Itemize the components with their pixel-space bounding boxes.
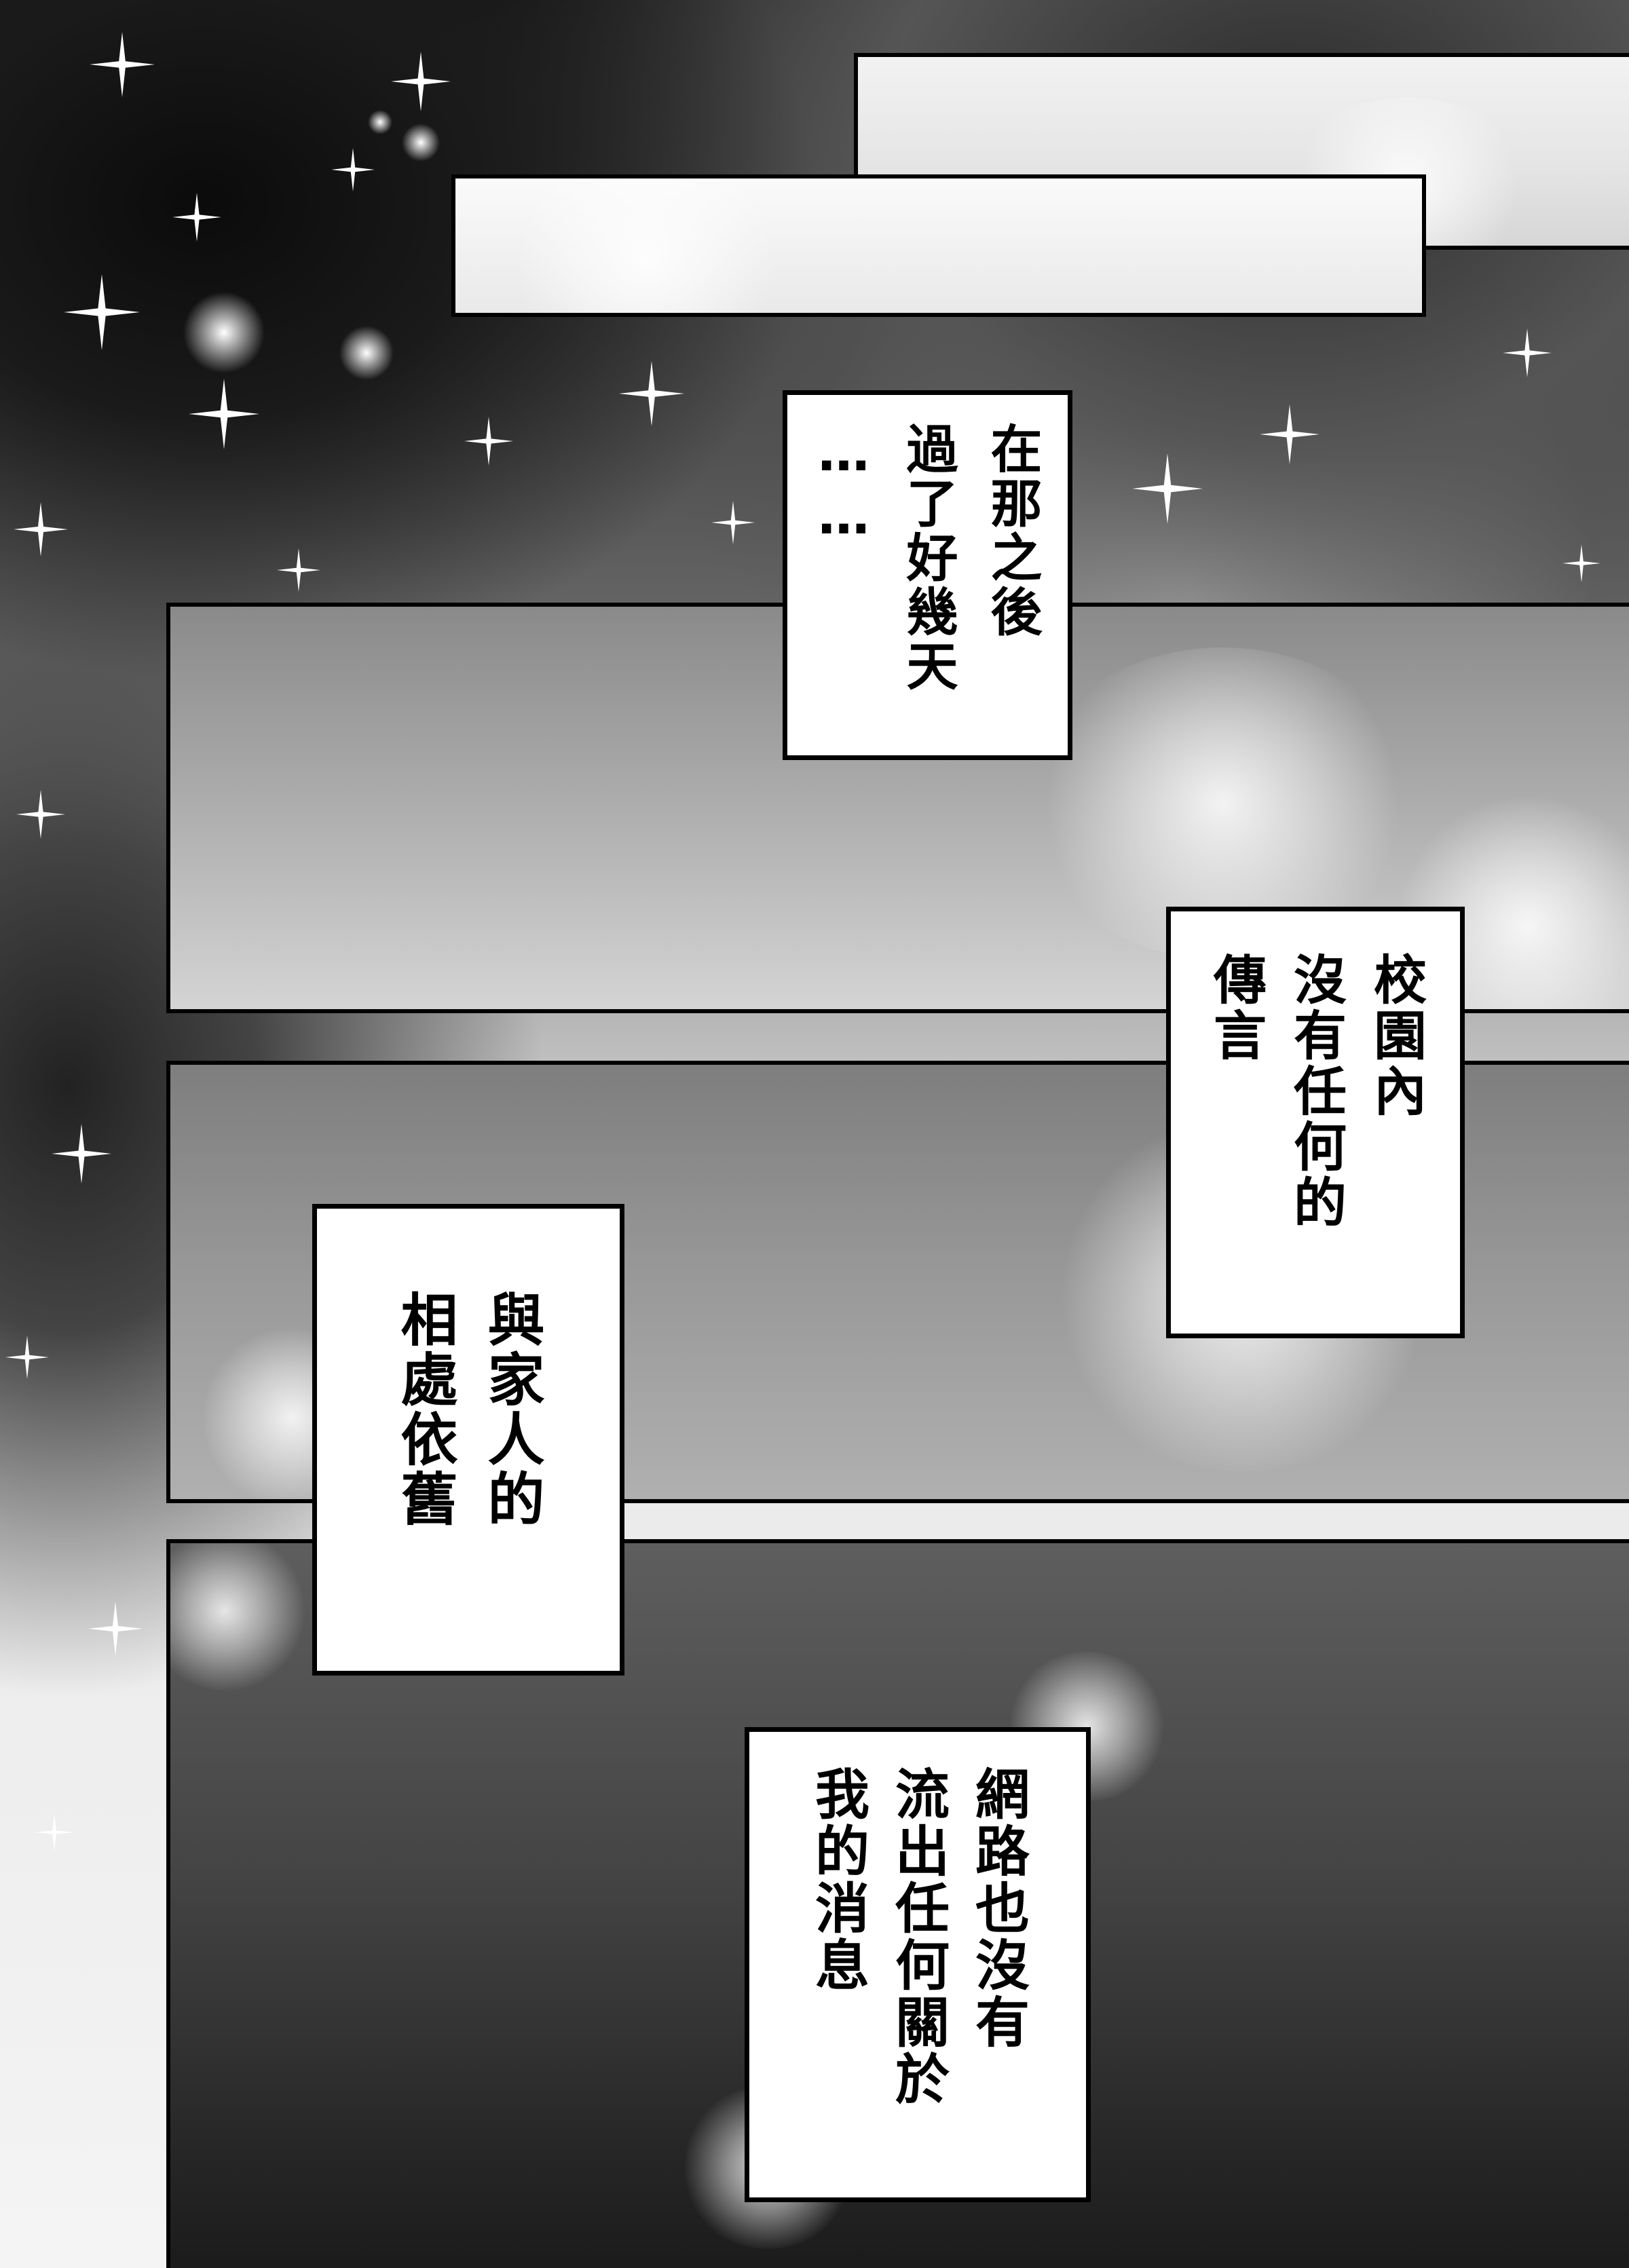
panel-top-right bbox=[854, 53, 1629, 250]
narration-text-3: 與家人的 相處依舊 bbox=[392, 1290, 545, 1529]
narration-text-1: 在那之後 過了好幾天 …… bbox=[813, 422, 1043, 694]
narration-box-4: 網路也沒有 流出任何關於 我的消息 bbox=[745, 1727, 1091, 2202]
panel-top-left bbox=[451, 174, 1426, 317]
narration-text-4: 網路也沒有 流出任何關於 我的消息 bbox=[806, 1766, 1030, 2108]
panel-glow bbox=[170, 1543, 306, 1693]
panel-glow bbox=[496, 178, 795, 313]
narration-text-2: 校園內 沒有任何的 傳言 bbox=[1205, 952, 1426, 1230]
narration-box-2: 校園內 沒有任何的 傳言 bbox=[1166, 907, 1465, 1338]
narration-box-1: 在那之後 過了好幾天 …… bbox=[783, 390, 1072, 760]
narration-box-3: 與家人的 相處依舊 bbox=[312, 1204, 624, 1676]
